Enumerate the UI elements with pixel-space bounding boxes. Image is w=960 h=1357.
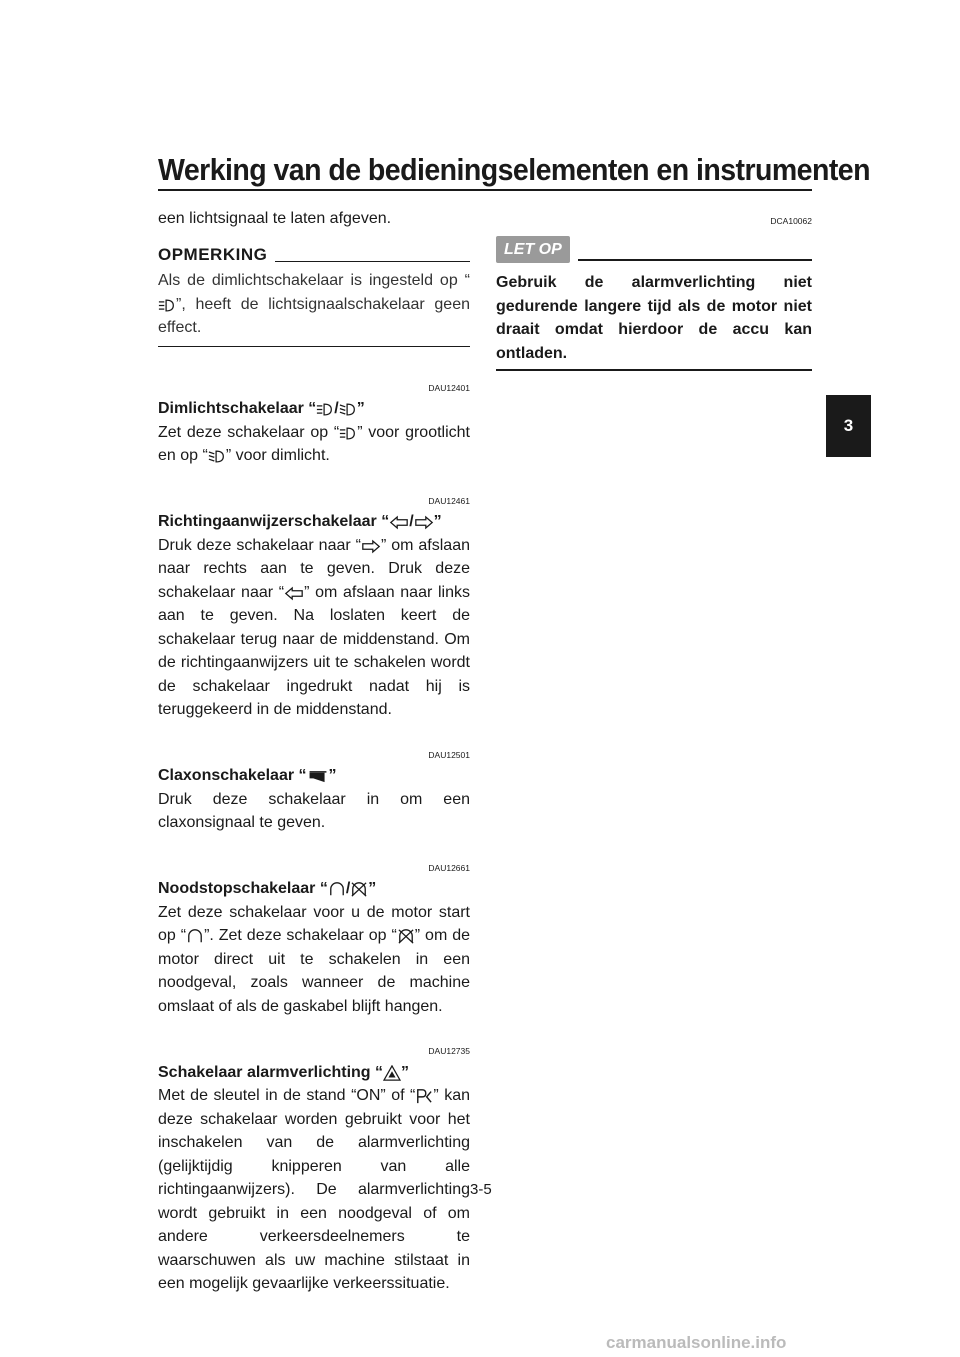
- turn-left-arrow-icon: [389, 515, 409, 530]
- chapter-tab: 3: [826, 395, 871, 457]
- section-claxon: DAU12501 Claxonschakelaar “ ” Druk deze s…: [158, 744, 470, 835]
- watermark: carmanualsonline.info: [606, 1333, 787, 1352]
- title-text-b: ”: [328, 767, 337, 784]
- hazard-triangle-icon: [383, 1065, 401, 1081]
- intro-text: een lichtsignaal te laten afgeven.: [158, 210, 392, 227]
- note-text-b: ”, heeft de lichtsignaalschakelaar geen …: [158, 295, 470, 337]
- section-code: DAU12401: [428, 382, 470, 393]
- note-heading-rule: [275, 261, 470, 262]
- body-text-a: Zet deze schakelaar op “: [158, 423, 340, 441]
- engine-stop-icon: [350, 881, 368, 897]
- title-text-b: ”: [433, 513, 442, 530]
- low-beam-icon: [208, 449, 226, 464]
- section-title: Richtingaanwijzerschakelaar “ / ”: [158, 510, 470, 534]
- horn-icon: [307, 769, 329, 784]
- title-separator: /: [409, 513, 414, 530]
- parking-icon: [415, 1088, 433, 1104]
- section-title: Dimlichtschakelaar “ / ”: [158, 397, 470, 421]
- section-code: DAU12661: [428, 862, 470, 873]
- engine-stop-icon: [397, 928, 415, 944]
- title-separator: /: [345, 880, 351, 897]
- title-text-b: ”: [401, 1063, 409, 1081]
- caution-code: DCA10062: [770, 216, 812, 226]
- note-text-a: Als de dimlichtschakelaar is ingesteld o…: [158, 272, 470, 289]
- body-text-a: Met de sleutel in de stand “ON” of “: [158, 1087, 416, 1104]
- body-text-b: ” kan deze schakelaar worden gebruikt vo…: [158, 1087, 470, 1292]
- note-bottom-rule: [158, 345, 470, 347]
- title-separator: /: [334, 400, 339, 417]
- body-text-c: ” om afslaan naar links aan te geven. Na…: [158, 583, 470, 719]
- body-text-c: ” voor dimlicht.: [225, 447, 330, 464]
- section-noodstop: DAU12661 Noodstopschakelaar “ / ” Zet deze…: [158, 857, 470, 1019]
- title-text-a: Richtingaanwijzerschakelaar “: [158, 513, 390, 530]
- section-code: DAU12501: [428, 749, 470, 760]
- page-title: Werking van de bedieningselementen en in…: [158, 152, 871, 187]
- caution-text: Gebruik de alarmverlichting niet geduren…: [496, 274, 812, 362]
- section-body: Druk deze schakelaar naar “” om afslaan …: [158, 534, 470, 722]
- section-body: Zet deze schakelaar op “” voor grootlich…: [158, 421, 470, 468]
- turn-right-arrow-icon: [414, 515, 434, 530]
- section-richtingaanwijzer: DAU12461 Richtingaanwijzerschakelaar “ / ”…: [158, 490, 470, 722]
- right-column: DCA10062 LET OP Gebruik de alarmverlicht…: [496, 210, 812, 371]
- engine-run-icon: [186, 928, 204, 944]
- caution-heading-row: LET OP: [496, 235, 812, 263]
- note-text: Als de dimlichtschakelaar is ingesteld o…: [158, 269, 470, 340]
- body-text-b: ” voor grootlicht en op “: [158, 423, 470, 465]
- body-text-b: ” om afslaan naar rechts aan te geven. D…: [158, 536, 470, 601]
- body-text-c: ” om de motor direct uit te schakelen in…: [158, 927, 471, 1015]
- low-beam-icon: [339, 402, 357, 417]
- caution-bottom-rule: [496, 369, 812, 371]
- page-number: 3-5: [470, 1181, 492, 1198]
- body-text-b: ”. Zet deze schakelaar op “: [204, 927, 397, 944]
- high-beam-icon: [339, 426, 357, 441]
- engine-run-icon: [328, 881, 346, 897]
- title-text-a: Claxonschakelaar “: [158, 767, 307, 784]
- title-text-b: ”: [356, 400, 365, 417]
- turn-left-arrow-icon: [284, 586, 304, 601]
- section-title: Claxonschakelaar “ ”: [158, 764, 470, 788]
- section-code: DAU12461: [428, 495, 470, 506]
- section-alarmverlichting: DAU12735 Schakelaar alarmverlichting “ ” …: [158, 1040, 470, 1296]
- caution-heading-rule: [577, 259, 812, 261]
- section-code: DAU12735: [428, 1046, 470, 1056]
- caution-badge: LET OP: [496, 235, 570, 263]
- section-body: Zet deze schakelaar voor u de motor star…: [158, 901, 470, 1019]
- body-text-a: Druk deze schakelaar naar “: [158, 536, 361, 554]
- section-title: Noodstopschakelaar “ / ”: [158, 877, 470, 901]
- title-text-a: Schakelaar alarmverlichting “: [158, 1063, 383, 1081]
- high-beam-icon: [316, 402, 334, 417]
- section-dimlicht: DAU12401 Dimlichtschakelaar “ / ” Zet deze…: [158, 377, 470, 468]
- note-heading: OPMERKING: [158, 244, 268, 264]
- turn-right-arrow-icon: [361, 539, 381, 554]
- body-text-a: Zet deze schakelaar voor u de motor star…: [158, 903, 470, 945]
- title-text-a: Dimlichtschakelaar “: [158, 400, 317, 417]
- left-column: een lichtsignaal te laten afgeven. OPMER…: [158, 207, 470, 1296]
- section-title: Schakelaar alarmverlichting “ ”: [158, 1061, 470, 1085]
- note-box: OPMERKING Als de dimlichtschakelaar is i…: [158, 243, 470, 347]
- section-body: Met de sleutel in de stand “ON” of “” ka…: [158, 1084, 470, 1296]
- high-beam-icon: [158, 298, 176, 313]
- title-text-b: ”: [368, 880, 377, 897]
- title-text-a: Noodstopschakelaar “: [158, 880, 328, 897]
- section-body: Druk deze schakelaar in om een claxonsig…: [158, 790, 470, 832]
- header-divider: [158, 189, 812, 191]
